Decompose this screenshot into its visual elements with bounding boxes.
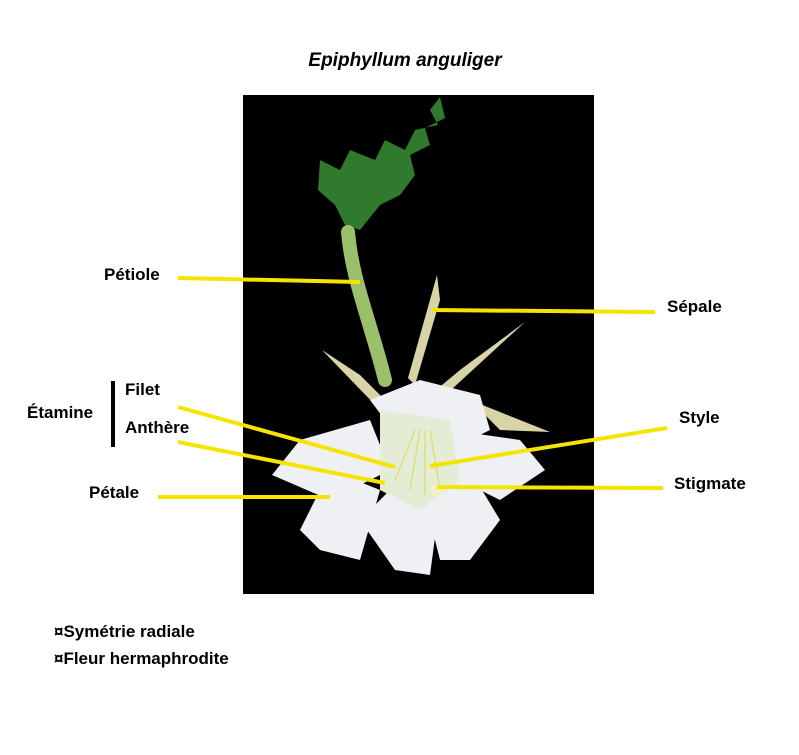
diagram-title: Epiphyllum anguliger (308, 50, 502, 71)
note-hermaphrodite: ¤Fleur hermaphrodite (54, 649, 229, 668)
filament-leader-line (177, 405, 396, 469)
petals (272, 380, 545, 575)
label-stigma: Stigmate (674, 474, 746, 493)
label-filament: Filet (125, 380, 160, 399)
label-petiole: Pétiole (104, 265, 160, 284)
leaf (318, 97, 445, 230)
note-radial-symmetry: ¤Symétrie radiale (54, 622, 195, 641)
label-style: Style (679, 408, 720, 427)
label-sepal: Sépale (667, 297, 722, 316)
sepal-leader-line (431, 308, 656, 314)
label-stamen: Étamine (27, 403, 94, 422)
sepals (322, 275, 550, 432)
petiole-leader-line (177, 276, 361, 284)
style-leader-line (429, 426, 668, 468)
anther-leader-line (177, 440, 386, 485)
label-anther: Anthère (125, 418, 190, 437)
stamens (394, 429, 441, 495)
stigma-leader-line (436, 485, 664, 490)
petiole-stem (341, 225, 392, 387)
label-petal: Pétale (89, 483, 140, 502)
